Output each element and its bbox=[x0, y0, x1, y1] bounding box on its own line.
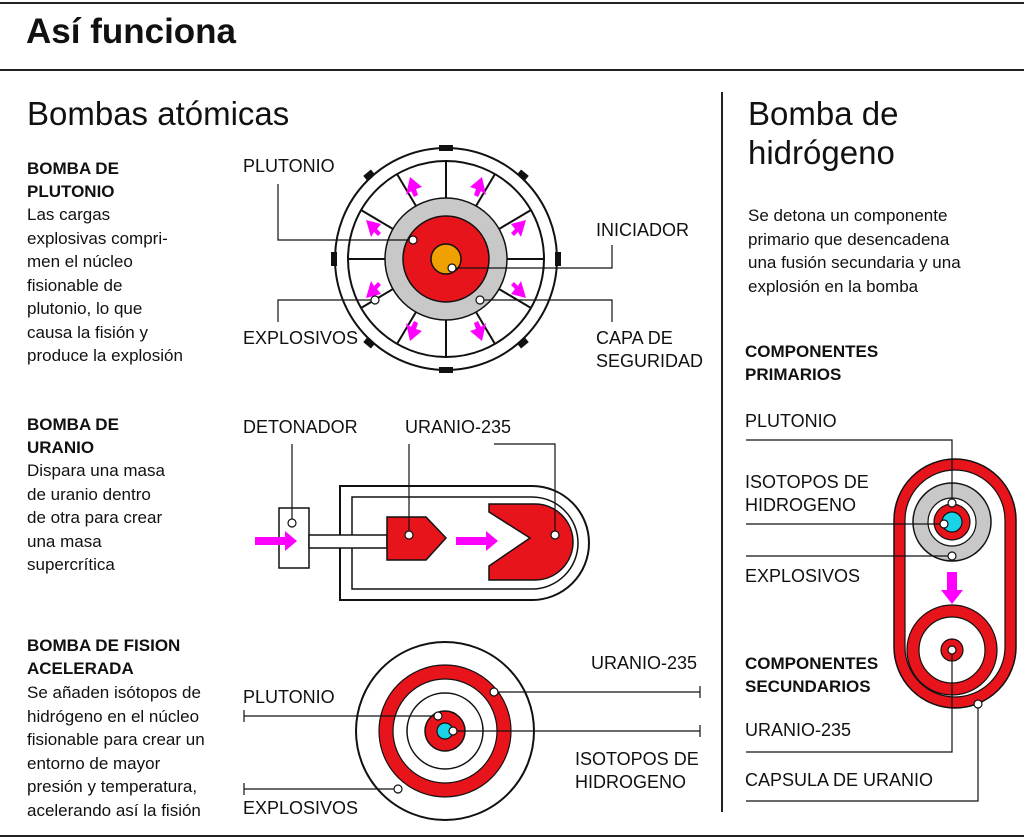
implosion-arrows bbox=[366, 177, 526, 341]
fusion-trigger-arrow bbox=[941, 572, 963, 604]
hidrogeno-intro-line: una fusión secundaria y una bbox=[748, 253, 961, 272]
hidrogeno-intro-line: Se detona un componente bbox=[748, 206, 948, 225]
fision-heading-line1: BOMBA DE FISION bbox=[27, 636, 181, 655]
label-capa-line1: CAPA DE bbox=[596, 328, 673, 348]
label-capsula: CAPSULA DE URANIO bbox=[745, 770, 934, 790]
bottom-rule bbox=[0, 835, 1024, 837]
section-title-hidrogeno-line2: hidrógeno bbox=[748, 133, 895, 171]
secundarios-heading-line1: COMPONENTES bbox=[745, 654, 879, 673]
hidrogeno-intro-line: primario que desencadena bbox=[748, 229, 950, 249]
fision-heading: BOMBA DE FISION ACELERADA bbox=[27, 634, 180, 680]
casing-tabs bbox=[331, 145, 561, 373]
fision-text-line: entorno de mayor bbox=[27, 753, 161, 773]
label-isotopos-1-line1: ISOTOPOS DE bbox=[575, 749, 699, 769]
primarios-heading-line2: PRIMARIOS bbox=[745, 365, 842, 384]
fision-text-line: fisionable para crear un bbox=[27, 730, 205, 749]
uranio-leader-dots bbox=[287, 518, 560, 540]
plutonio-text-line: fisionable de bbox=[27, 275, 123, 295]
label-isotopos-1-line2: HIDROGENO bbox=[575, 772, 687, 792]
uranium-target bbox=[488, 503, 574, 581]
label-isotopos-2-line2: HIDROGENO bbox=[745, 495, 857, 515]
label-isotopos-2: ISOTOPOS DE HIDROGENO bbox=[745, 471, 869, 517]
plutonio-text-line: produce la explosión bbox=[27, 346, 183, 365]
detonator-rod bbox=[308, 534, 388, 549]
hydrogen-bomb-diagram bbox=[746, 439, 1017, 802]
uranio-bomb-diagram bbox=[255, 443, 590, 601]
gun-arrows bbox=[255, 531, 498, 551]
column-divider bbox=[721, 92, 723, 812]
label-capa-line2: SEGURIDAD bbox=[596, 351, 704, 371]
explosive-segments bbox=[348, 161, 544, 357]
plutonio-description: Las cargas explosivas compri- men el núc… bbox=[27, 203, 183, 368]
section-title-atomicas: Bombas atómicas bbox=[27, 95, 290, 132]
label-capa-seguridad: CAPA DE SEGURIDAD bbox=[596, 327, 703, 373]
uranio-leaders bbox=[291, 443, 556, 535]
label-explosivos-2: EXPLOSIVOS bbox=[243, 798, 359, 818]
fision-text-line: Se añaden isótopos de bbox=[27, 683, 201, 702]
fision-text-line: hidrógeno en el núcleo bbox=[27, 706, 200, 726]
label-uranio235-2: URANIO-235 bbox=[591, 653, 698, 673]
initiator bbox=[430, 243, 462, 275]
label-uranio235-3: URANIO-235 bbox=[745, 720, 852, 740]
leader-dots bbox=[370, 235, 485, 305]
fision-heading-line2: ACELERADA bbox=[27, 659, 134, 678]
fision-text-line: acelerando así la fisión bbox=[27, 800, 201, 820]
uranio-description: Dispara una masa de uranio dentro de otr… bbox=[27, 459, 165, 577]
label-isotopos-2-line1: ISOTOPOS DE bbox=[745, 472, 869, 492]
hydrogen-leader-dots bbox=[939, 498, 983, 709]
label-plutonio-3: PLUTONIO bbox=[745, 411, 837, 431]
header-rule bbox=[0, 69, 1024, 71]
fision-leaders bbox=[243, 686, 701, 795]
top-rule bbox=[0, 2, 1024, 4]
label-plutonio-1: PLUTONIO bbox=[243, 156, 335, 176]
primarios-heading: COMPONENTES PRIMARIOS bbox=[745, 340, 878, 386]
fision-text-line: presión y temperatura, bbox=[27, 777, 198, 796]
uranio-text-line: de uranio dentro bbox=[27, 484, 151, 504]
label-explosivos-1: EXPLOSIVOS bbox=[243, 328, 359, 348]
plutonio-text-line: plutonio, lo que bbox=[27, 299, 143, 318]
hidrogeno-intro-line: explosión en la bomba bbox=[748, 276, 919, 296]
plutonio-leaders bbox=[277, 184, 613, 322]
plutonio-text-line: men el núcleo bbox=[27, 252, 133, 271]
label-detonador: DETONADOR bbox=[243, 417, 358, 437]
secundarios-heading-line2: SECUNDARIOS bbox=[745, 677, 871, 696]
secundarios-heading: COMPONENTES SECUNDARIOS bbox=[745, 652, 878, 698]
label-plutonio-2: PLUTONIO bbox=[243, 687, 335, 707]
uranio-heading-line2: URANIO bbox=[27, 438, 95, 457]
primarios-heading-line1: COMPONENTES bbox=[745, 342, 879, 361]
plutonio-text-line: causa la fisión y bbox=[27, 322, 148, 342]
uranio-text-line: una masa bbox=[27, 531, 102, 551]
plutonio-bomb-diagram bbox=[277, 145, 613, 373]
plutonio-heading-line1: BOMBA DE bbox=[27, 159, 119, 178]
uranio-text-line: supercrítica bbox=[27, 555, 115, 574]
page-title: Así funciona bbox=[26, 12, 237, 51]
plutonio-text-line: Las cargas bbox=[27, 205, 111, 224]
label-iniciador: INICIADOR bbox=[596, 220, 690, 240]
fision-bomb-diagram bbox=[243, 641, 701, 821]
fision-leader-dots bbox=[393, 687, 499, 794]
uranio-text-line: de otra para crear bbox=[27, 508, 163, 527]
uranio-text-line: Dispara una masa bbox=[27, 461, 165, 480]
label-explosivos-3: EXPLOSIVOS bbox=[745, 566, 861, 586]
plutonio-heading-line2: PLUTONIO bbox=[27, 182, 115, 201]
plutonio-text-line: explosivas compri- bbox=[27, 228, 168, 248]
uranio-heading-line1: BOMBA DE bbox=[27, 415, 119, 434]
uranio-heading: BOMBA DE URANIO bbox=[27, 413, 119, 459]
label-isotopos-1: ISOTOPOS DE HIDROGENO bbox=[575, 748, 699, 794]
label-uranio235-1: URANIO-235 bbox=[405, 417, 512, 437]
section-title-hidrogeno-line1: Bomba de bbox=[748, 95, 899, 132]
hydrogen-leaders bbox=[746, 439, 979, 802]
section-title-hidrogeno: Bomba de hidrógeno bbox=[748, 95, 898, 172]
hidrogeno-intro: Se detona un componente primario que des… bbox=[748, 204, 961, 298]
plutonio-heading: BOMBA DE PLUTONIO bbox=[27, 157, 119, 203]
uranium-projectile bbox=[386, 516, 448, 561]
fision-description: Se añaden isótopos de hidrógeno en el nú… bbox=[27, 681, 205, 822]
